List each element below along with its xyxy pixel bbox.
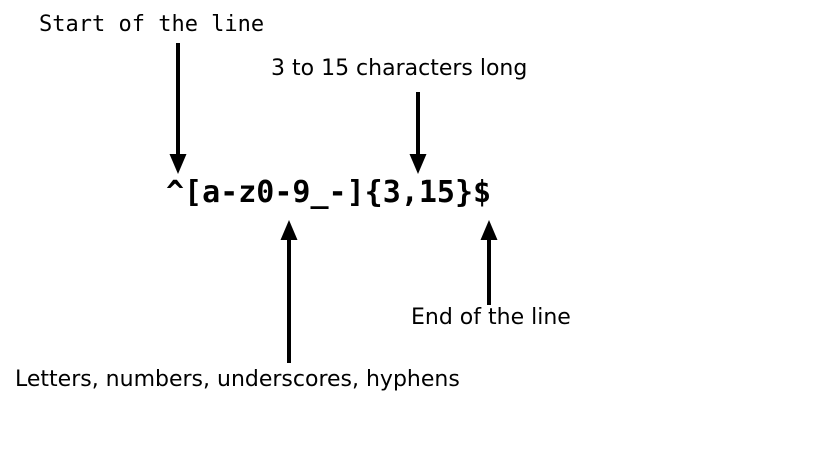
arrow-end-of-line-head <box>480 220 498 240</box>
arrow-quantifier-head <box>409 154 427 174</box>
regex-pattern-text: ^[a-z0-9_-]{3,15}$ <box>166 175 492 210</box>
arrow-end-of-line <box>480 220 498 305</box>
arrow-character-class <box>280 220 298 363</box>
arrow-character-class-head <box>280 220 298 240</box>
label-character-class: Letters, numbers, underscores, hyphens <box>15 367 460 392</box>
label-quantifier: 3 to 15 characters long <box>271 56 528 81</box>
arrow-quantifier <box>409 92 427 174</box>
label-start-of-line: Start of the line <box>39 12 265 37</box>
arrow-start-of-line-head <box>169 154 187 174</box>
arrow-start-of-line <box>169 43 187 174</box>
clipped-left-fragment: : <box>0 369 1 391</box>
label-end-of-line: End of the line <box>411 305 571 330</box>
